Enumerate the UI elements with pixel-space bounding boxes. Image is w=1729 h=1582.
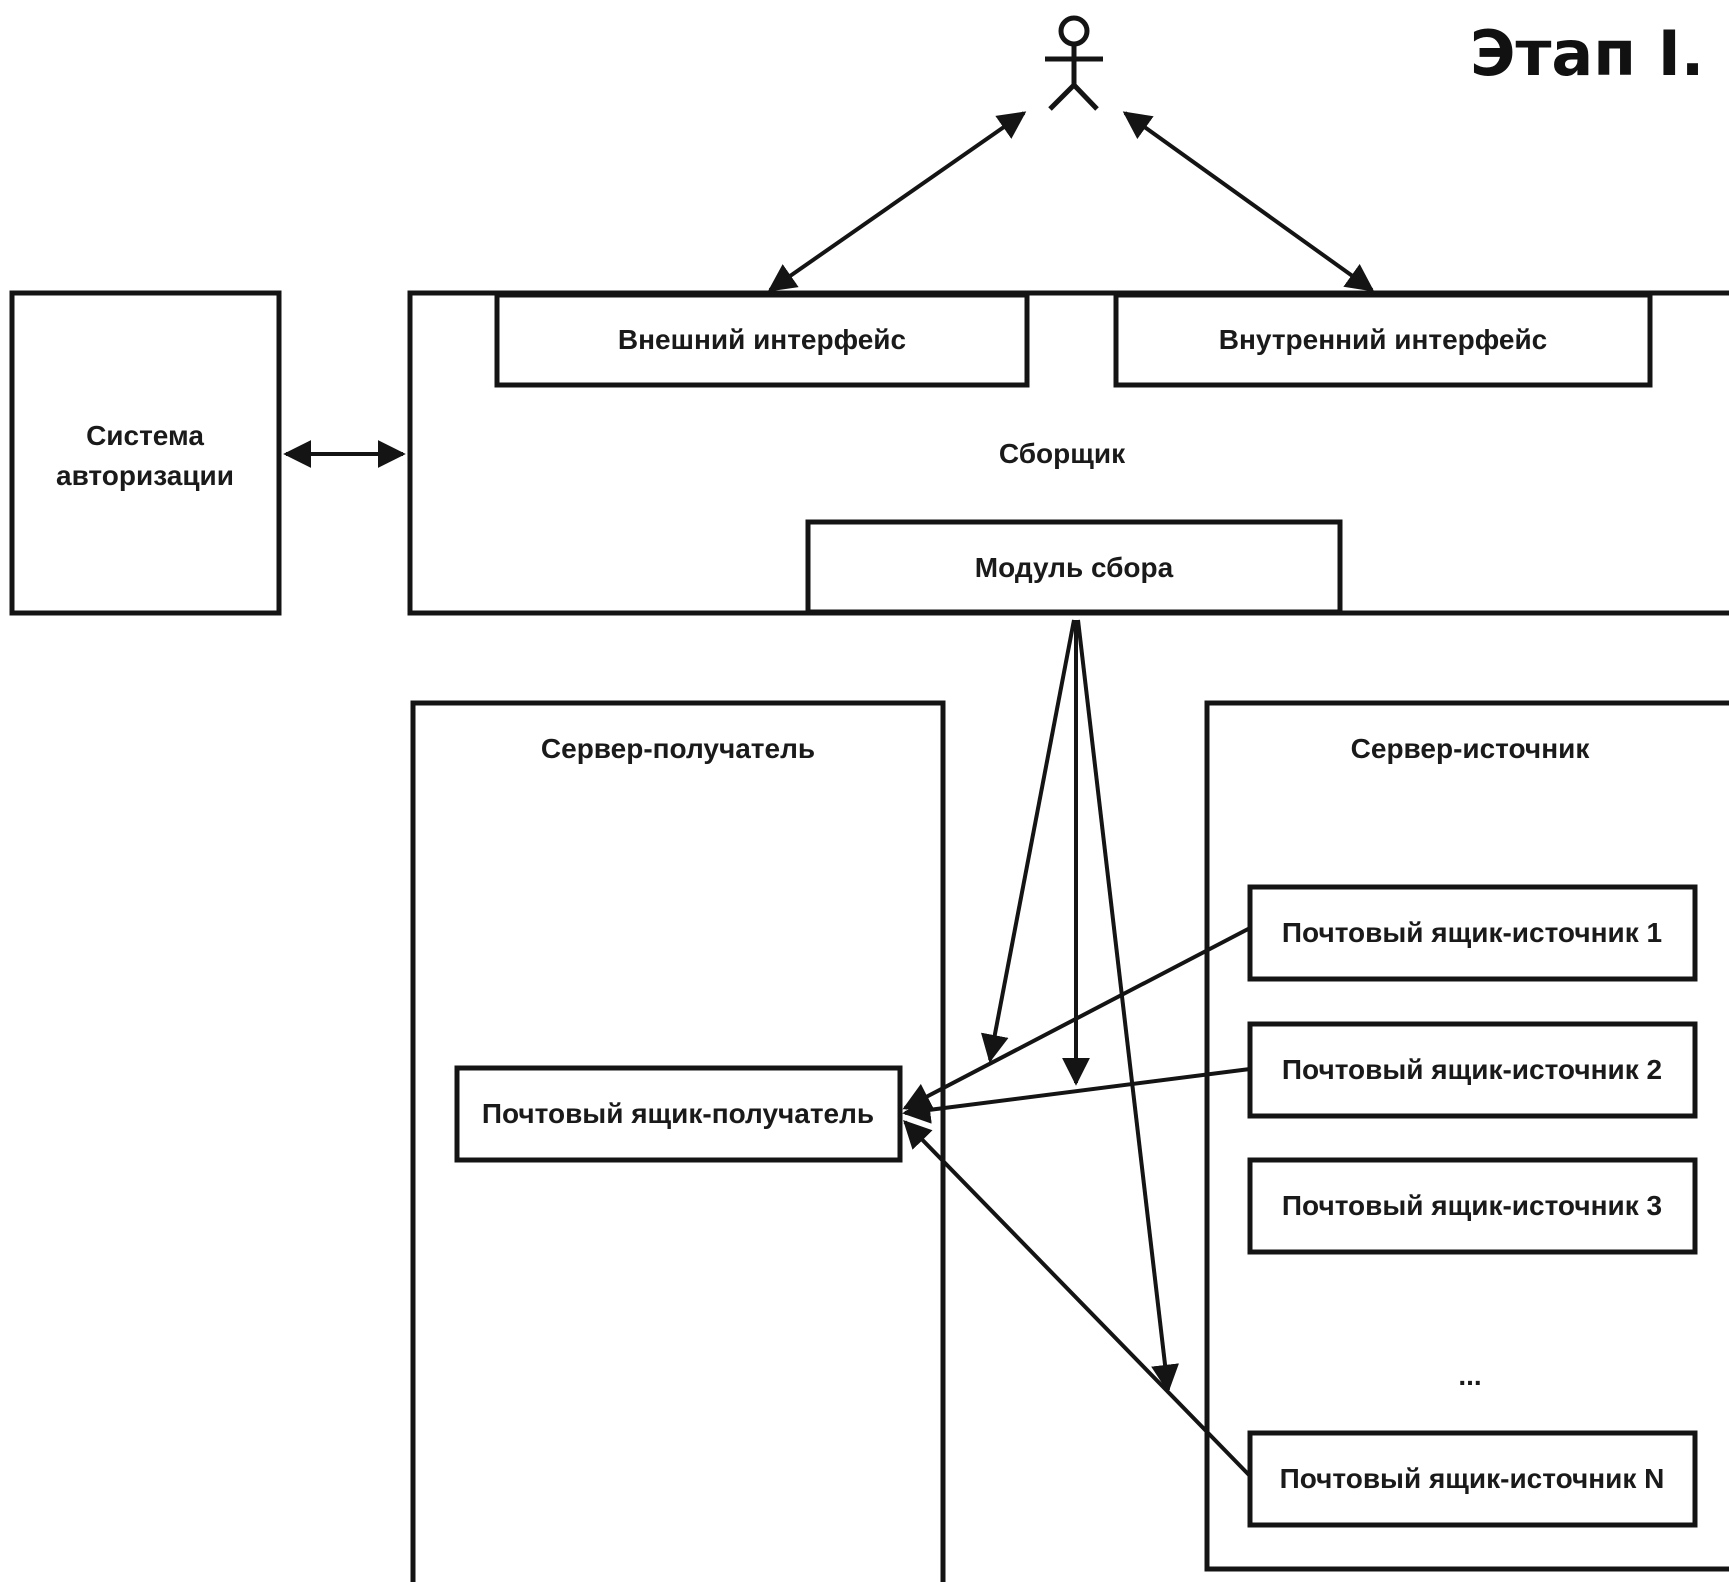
collection-module-box: Модуль сбора [805,519,1343,615]
source-mailbox-2-box: Почтовый ящик-источник 2 [1247,1021,1698,1119]
source-mailbox-3-box: Почтовый ящик-источник 3 [1247,1157,1698,1255]
stick-figure-user-icon [1045,15,1103,111]
source-mailbox-n-label: Почтовый ящик-источник N [1280,1463,1665,1494]
arrow-source-1-to-receiver [902,926,1251,1110]
source-mailbox-3-label: Почтовый ящик-источник 3 [1282,1190,1662,1221]
receiver-mailbox-box: Почтовый ящик-получатель [454,1065,903,1163]
collector-label: Сборщик [999,438,1126,469]
internal-interface-label: Внутренний интерфейс [1219,324,1547,355]
auth-system-box: Система авторизации [9,290,282,616]
arrow-actor-internal-interface [1122,111,1375,292]
arrow-source-2-to-receiver [902,1067,1251,1124]
receiver-server-label: Сервер-получатель [541,733,815,764]
source-mailbox-2-label: Почтовый ящик-источник 2 [1282,1054,1662,1085]
auth-system-label-line2: авторизации [56,460,234,491]
arrow-module-to-receiver-mailbox [980,619,1076,1063]
arrow-actor-external-interface [767,111,1027,292]
internal-interface-box: Внутренний интерфейс [1113,292,1653,388]
source-mailbox-1-label: Почтовый ящик-источник 1 [1282,917,1662,948]
arrow-module-to-source-server [1076,619,1179,1393]
auth-system-label-line1: Система [86,420,204,451]
source-mailbox-n-box: Почтовый ящик-источник N [1247,1430,1698,1528]
receiver-mailbox-label: Почтовый ящик-получатель [482,1098,874,1129]
source-server-label: Сервер-источник [1351,733,1591,764]
arrow-source-n-to-receiver [903,1119,1252,1478]
source-server-box: Сервер-источник [1204,700,1729,1572]
source-mailboxes-ellipsis: ... [1458,1360,1481,1391]
external-interface-box: Внешний интерфейс [494,292,1030,388]
external-interface-label: Внешний интерфейс [618,324,906,355]
slide-title: Этап I. I [1470,17,1729,90]
collection-module-label: Модуль сбора [975,552,1174,583]
source-mailbox-1-box: Почтовый ящик-источник 1 [1247,884,1698,982]
